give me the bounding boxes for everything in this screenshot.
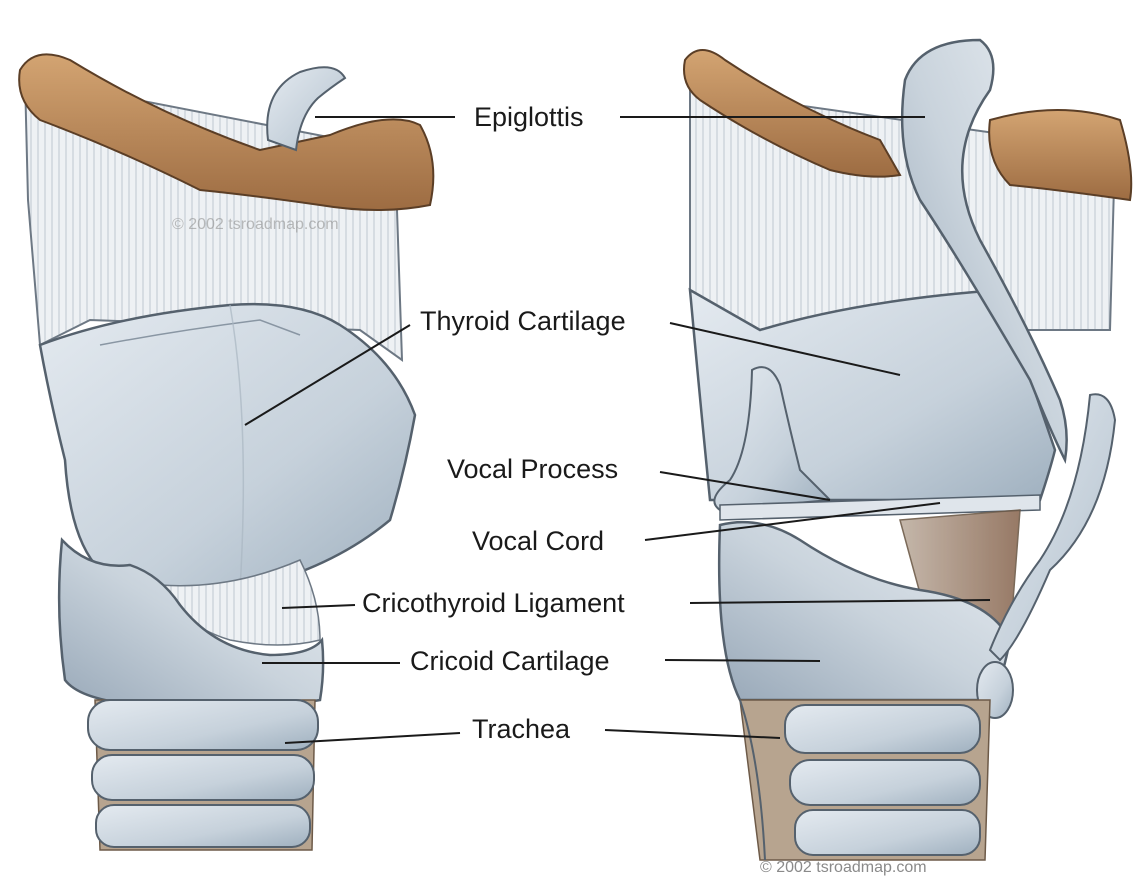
leader-cricoid-right <box>665 660 820 661</box>
trachea-left <box>88 700 318 850</box>
thyroid-cartilage-left <box>40 304 415 592</box>
label-trachea: Trachea <box>472 716 570 743</box>
label-cricothyroid-ligament: Cricothyroid Ligament <box>362 590 625 617</box>
label-epiglottis: Epiglottis <box>474 104 584 131</box>
label-vocal-cord: Vocal Cord <box>472 528 604 555</box>
anterior-view <box>19 54 433 850</box>
label-vocal-process: Vocal Process <box>447 456 618 483</box>
label-cricoid-cartilage: Cricoid Cartilage <box>410 648 610 675</box>
trachea-right <box>740 700 990 860</box>
watermark-inline: © 2002 tsroadmap.com <box>172 217 339 233</box>
label-thyroid-cartilage: Thyroid Cartilage <box>420 308 626 335</box>
watermark-footer: © 2002 tsroadmap.com <box>760 860 927 876</box>
